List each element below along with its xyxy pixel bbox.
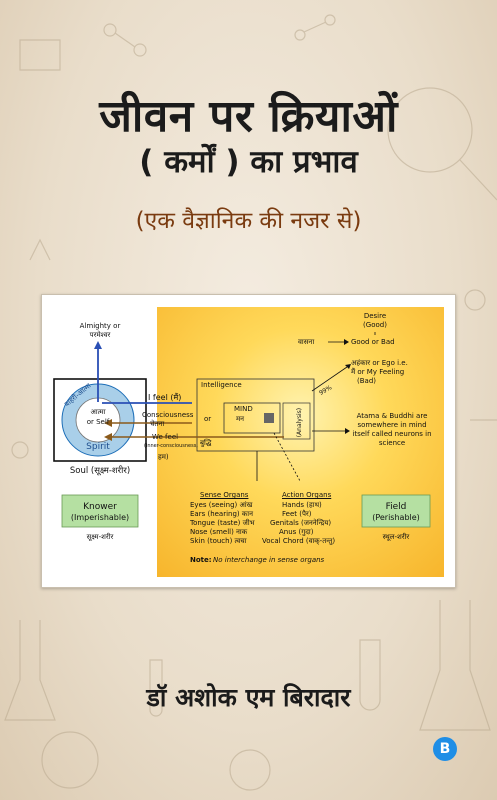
intelligence-label: Intelligence [201,381,242,389]
note-text: No interchange in sense organs [213,556,325,564]
perishable-label: (Perishable) [372,513,420,522]
i-feel-label: I feel (मैं) [148,393,182,402]
inner-consciousness-label: (inner-consciousness, [144,443,198,449]
intelligence-box [196,378,315,452]
almighty-hindi-label: परमेश्वर [89,331,111,339]
hum-label: हम) [158,453,169,461]
atama-line3: itself called neurons in [352,430,432,438]
atma-label: आत्मा [90,408,106,416]
sukshma-label: सूक्ष्म-शरीर [86,533,114,541]
action-organ-item: Vocal Chord (वाक्-तन्तु) [262,537,336,545]
book-title-line2: ( कर्मों ) का प्रभाव [139,144,358,180]
consciousness-label: Consciousness [142,411,194,419]
sense-organs-title: Sense Organs [200,491,249,499]
good-label: (Good) [363,321,387,329]
book-title-line1: जीवन पर क्रियाओं [99,91,398,142]
analysis-box [282,402,311,440]
sthula-label: स्थूल-शरीर [382,533,410,541]
field-box [361,494,431,528]
publisher-logo-icon: B [433,737,457,761]
imperishable-label: (Imperishable) [70,513,130,522]
mind-label: MIND [234,405,253,413]
analysis-label: (Analysis) [296,407,304,438]
action-organ-item: Anus (गुदा) [279,528,314,536]
note-label: Note: [190,556,212,564]
or-label: or [204,415,212,423]
mind-square [264,413,274,423]
action-organ-item: Feet (पैर) [282,510,312,518]
soul-label: Soul (सूक्ष्म-शरीर) [69,466,131,476]
atama-line4: science [378,439,406,447]
action-organ-item: Genitals (जननेन्द्रिय) [270,519,332,527]
knower-label: Knower [83,502,117,512]
sense-organ-item: Skin (touch) त्वचा [190,537,247,545]
field-label: Field [385,502,407,512]
desire-label: Desire [363,312,387,320]
action-organ-item: Hands (हाथ) [282,501,322,509]
author-name: डॉ अशोक एम बिरादार [146,683,351,712]
we-feel-label: We feel [152,433,179,441]
atama-line2: somewhere in mind [357,421,427,429]
man-label: मन [236,415,245,423]
knower-box [61,494,139,528]
atama-line1: Atama & Buddhi are [356,412,428,420]
main-feeling-label: मैं or My Feeling [351,368,405,376]
or-self-label: or Self [86,418,110,426]
sense-organ-item: Eyes (seeing) आंख [190,501,253,509]
action-organs-title: Action Organs [282,491,332,499]
diagram-lines [53,332,431,528]
spirit-label: Spirit [86,442,110,452]
diagram-panel: Almighty or परमेश्वर बाहरी-आत्मा आत्मा o… [41,294,456,588]
diagram-yellow-area [157,307,444,577]
sense-organ-item: Tongue (taste) जीभ [190,519,255,527]
mind-box [223,402,281,434]
chetna-label: चेतना [150,420,165,428]
book-subtitle: (एक वैज्ञानिक की नजर से) [135,208,362,234]
sense-organ-item: Ears (hearing) कान [190,510,253,518]
almighty-label: Almighty or [79,322,121,330]
ahankar-label: अहंकार or Ego i.e. [351,359,408,367]
sense-organ-item: Nose (smell) नाक [190,528,248,536]
buddhi-label: बुद्धि [200,439,212,447]
bad-label: (Bad) [357,377,376,385]
good-or-bad-label: Good or Bad [351,338,395,346]
vasna-label: वासना [298,338,315,346]
